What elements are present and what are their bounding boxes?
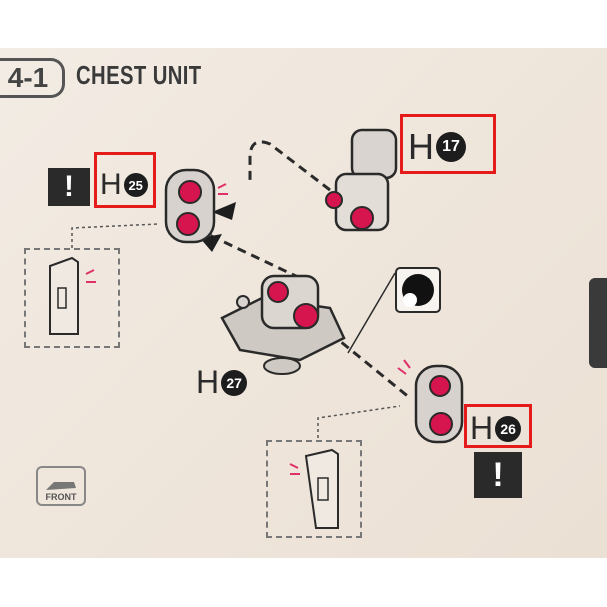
part-label-h17-number: 17 [436, 132, 466, 162]
page-edge-tab [589, 278, 607, 368]
part-label-h17: H 17 [408, 126, 466, 168]
part-label-h25-number: 25 [123, 173, 148, 197]
arrow-h17 [212, 202, 236, 220]
step-number: 4-1 [7, 62, 49, 93]
highlight-box-h26 [464, 404, 532, 448]
callout-line [347, 272, 396, 354]
detail-sketch-bottom [289, 448, 339, 529]
instruction-photo: 4-1 CHEST UNIT [0, 48, 607, 558]
path-h27-to-h25 [204, 231, 301, 280]
highlight-box-h17 [400, 114, 496, 174]
page-title: CHEST UNIT [76, 60, 202, 90]
highlight-box-h25 [94, 152, 156, 208]
part-h25 [164, 168, 228, 244]
warning-icon-bottom: ! [474, 452, 522, 498]
guide-line-bottom [317, 405, 401, 438]
assembly-diagram [49, 128, 464, 529]
guide-line-left [71, 223, 159, 248]
part-h17 [325, 128, 398, 232]
front-label: FRONT [45, 492, 77, 502]
detail-box-bottom [266, 440, 362, 538]
path-h27-to-h26 [329, 331, 411, 400]
warning-icon-top: ! [48, 168, 90, 206]
part-label-h17-letter: H [408, 126, 434, 167]
part-label-h27-number: 27 [221, 369, 248, 396]
front-arrow-icon [46, 482, 76, 490]
part-h26 [397, 359, 464, 444]
part-label-h26-number: 26 [495, 415, 522, 442]
warning-icon-top-glyph: ! [64, 170, 74, 203]
part-label-h26: H 26 [470, 410, 522, 447]
detail-sketch-left [49, 256, 96, 335]
part-label-h26-letter: H [470, 410, 494, 446]
path-h17 [248, 140, 331, 192]
step-number-badge: 4-1 [0, 58, 65, 98]
part-h27 [220, 274, 346, 375]
warning-icon-bottom-glyph: ! [492, 455, 504, 494]
part-label-h25-letter: H [100, 168, 122, 201]
part-label-h27: H 27 [196, 364, 248, 401]
front-icon: FRONT [36, 466, 86, 506]
part-label-h27-letter: H [196, 364, 220, 400]
detail-callout-icon [395, 267, 441, 313]
part-label-h25: H 25 [100, 168, 148, 202]
detail-box-left [24, 248, 120, 348]
